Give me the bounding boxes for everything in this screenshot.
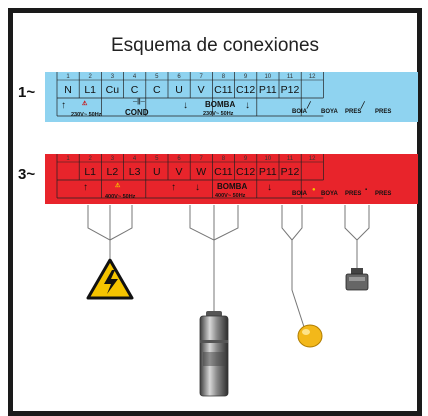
terminal-label: L1 [84,84,97,96]
terminal-number: 5 [155,74,159,80]
pressure-switch-symbol: ▪ [365,187,368,193]
pump-rating: 400V~ 50Hz [215,193,246,199]
terminal-label: U [153,166,161,178]
terminal-label: N [64,84,72,96]
diagram-title: Esquema de conexiones [110,35,320,56]
float-switch-icon [297,324,323,348]
pressure-cable [344,205,370,268]
supply-arrow-right: ↑ [171,182,176,193]
three-phase-label: 3~ [18,166,36,183]
pres-label-2: PRES [375,109,392,115]
terminal-number: 5 [155,156,159,162]
terminal-label: U [175,84,183,96]
three-phase-strip-graphic [45,154,418,204]
terminal-number: 4 [132,74,137,80]
boia-label: BOIA [292,191,307,197]
boya-label: BOYA [321,109,338,115]
terminal-number: 10 [264,74,272,80]
terminal-label: P11 [258,84,277,96]
terminal-number: 2 [88,74,92,80]
pump-cable [189,205,239,315]
terminal-number: 3 [110,156,115,162]
supply-arrow: ↑ [83,182,88,193]
terminal-number: 2 [88,156,92,162]
pressure-switch-symbol: ╱ [361,103,365,109]
terminal-label: L2 [106,166,119,178]
supply-rating: 230V~ 50Hz [71,112,102,118]
high-voltage-icon [86,258,134,300]
boya-label: BOYA [321,191,338,197]
terminal-number: 1 [66,74,70,80]
terminal-label: P12 [280,84,300,96]
warning-icon: ⚠ [82,101,88,107]
terminal-number: 1 [66,156,70,162]
terminal-number: 4 [132,156,137,162]
terminal-number: 11 [286,156,294,162]
pump-arrow-right: ↓ [267,182,272,193]
boia-label: BOIA [292,109,307,115]
terminal-label: P12 [280,166,300,178]
terminal-label: C [130,84,139,96]
terminal-number: 7 [199,156,203,162]
terminal-label: C11 [214,166,233,178]
single-phase-label: 1~ [18,84,36,101]
float-cable [281,205,306,331]
terminal-label: V [197,84,205,96]
terminal-label: L1 [84,166,97,178]
pump-arrow-right: ↓ [245,100,250,111]
terminal-number: 6 [177,74,181,80]
terminal-number: 8 [221,156,226,162]
terminal-number: 11 [286,74,294,80]
supply-arrow: ↑ [61,100,66,111]
terminal-label: L3 [128,166,141,178]
pump-rating: 230V~ 50Hz [203,111,234,117]
pump-arrow-left: ↓ [183,100,188,111]
terminal-number: 8 [221,74,226,80]
terminal-number: 7 [199,74,203,80]
terminal-number: 3 [110,74,115,80]
pres-label-1: PRES [345,109,362,115]
terminal-label: W [196,166,207,178]
pump-arrow-left: ↓ [195,182,200,193]
terminal-number: 12 [308,156,316,162]
capacitor-label: COND [125,108,149,117]
terminal-label: Cu [105,84,120,96]
pres-label-1: PRES [345,191,362,197]
pump-label: BOMBA [217,182,248,191]
terminal-number: 9 [243,156,248,162]
pressure-switch-icon [345,268,369,291]
terminal-label: V [175,166,183,178]
pump-label: BOMBA [205,100,236,109]
terminal-label: C [153,84,161,96]
terminal-label: P11 [258,166,277,178]
float-switch-symbol: ╱ [307,103,311,109]
single-phase-strip-graphic [45,72,418,122]
terminal-label: C12 [235,166,256,178]
capacitor-icon: ─||─ [133,99,145,105]
float-switch-symbol: ● [312,187,316,193]
warning-icon: ⚠ [115,183,121,189]
terminal-label: C11 [214,84,233,96]
supply-rating: 400V~ 50Hz [105,194,136,200]
terminal-number: 9 [243,74,248,80]
terminal-label: C12 [235,84,256,96]
pres-label-2: PRES [375,191,392,197]
supply-cable [87,205,133,258]
terminal-number: 12 [308,74,316,80]
submersible-pump-icon [199,311,229,397]
terminal-number: 10 [264,156,272,162]
terminal-number: 6 [177,156,181,162]
